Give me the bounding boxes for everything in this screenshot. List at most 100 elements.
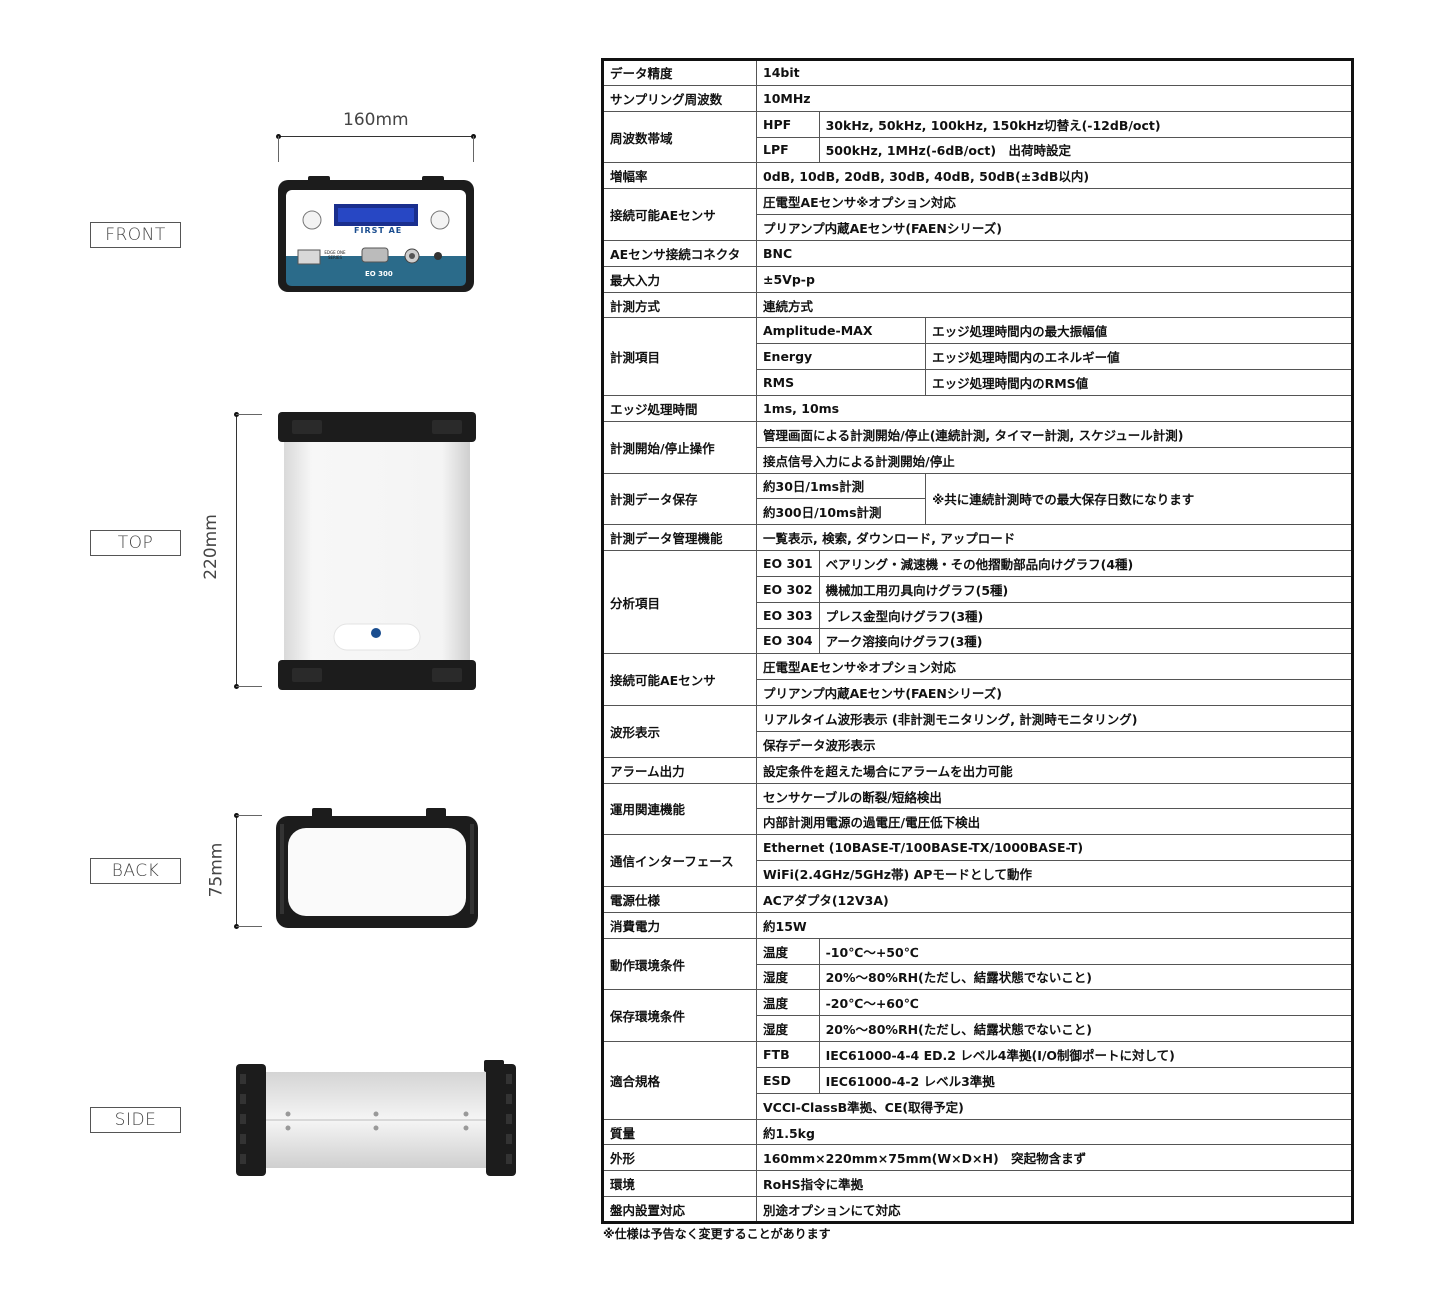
spec-value: 約15W bbox=[756, 911, 1353, 939]
table-row: RMS エッジ処理時間内のRMS値 bbox=[603, 369, 1353, 396]
spec-subkey: 湿度 bbox=[756, 1015, 820, 1043]
spec-label: 波形表示 bbox=[602, 705, 757, 758]
table-row: 波形表示 リアルタイム波形表示 (非計測モニタリング, 計測時モニタリング) bbox=[602, 705, 1353, 758]
spec-label: データ精度 bbox=[602, 59, 757, 86]
spec-subkey: LPF bbox=[756, 136, 820, 164]
table-row: AEセンサ接続コネクタ BNC bbox=[602, 239, 1353, 267]
table-row: アラーム出力 設定条件を超えた場合にアラームを出力可能 bbox=[602, 756, 1353, 784]
table-row: 盤内設置対応 別途オプションにて対応 bbox=[602, 1196, 1353, 1223]
table-row: 運用関連機能 センサケーブルの断裂/短絡検出 bbox=[602, 782, 1353, 836]
spec-value: 1ms, 10ms bbox=[756, 394, 1353, 422]
table-row: WiFi(2.4GHz/5GHz帯) APモードとして動作 bbox=[603, 860, 1353, 887]
spec-value: プリアンプ内蔵AEセンサ(FAENシリーズ) bbox=[756, 214, 1353, 241]
table-row: 湿度 20%～80%RH(ただし、結露状態でないこと) bbox=[603, 963, 1354, 991]
spec-subkey: 温度 bbox=[756, 937, 820, 965]
width-dimension-line bbox=[278, 136, 474, 137]
spec-label: 適合規格 bbox=[602, 1041, 757, 1120]
spec-subkey: EO 302 bbox=[756, 575, 820, 603]
spec-label: アラーム出力 bbox=[602, 756, 757, 784]
table-row: 接続可能AEセンサ 圧電型AEセンサ※オプション対応 bbox=[602, 653, 1353, 707]
table-row: 環境 RoHS指令に準拠 bbox=[602, 1170, 1353, 1198]
spec-subkey: ESD bbox=[756, 1066, 820, 1094]
table-row: 約300日/10ms計測 bbox=[603, 498, 1353, 526]
spec-value: ACアダプタ(12V3A) bbox=[756, 886, 1353, 913]
spec-value: 約1.5kg bbox=[756, 1118, 1353, 1146]
table-row: ESD IEC61000-4-2 レベル3準拠 bbox=[603, 1066, 1354, 1094]
table-row: 増幅率 0dB, 10dB, 20dB, 30dB, 40dB, 50dB(±3… bbox=[602, 162, 1353, 190]
table-row: 周波数帯域 HPF 30kHz, 50kHz, 100kHz, 150kHz切替… bbox=[602, 110, 1354, 164]
spec-label: 最大入力 bbox=[602, 265, 757, 293]
spec-subkey: EO 301 bbox=[756, 550, 820, 577]
spec-value: 10MHz bbox=[756, 84, 1353, 112]
spec-value: エッジ処理時間内の最大振幅値 bbox=[925, 317, 1353, 345]
table-row: 保存データ波形表示 bbox=[603, 730, 1353, 758]
spec-value: 設定条件を超えた場合にアラームを出力可能 bbox=[756, 756, 1353, 784]
spec-subkey: 温度 bbox=[756, 989, 820, 1017]
spec-label: サンプリング周波数 bbox=[602, 84, 757, 112]
spec-label: 動作環境条件 bbox=[602, 937, 757, 991]
spec-label: AEセンサ接続コネクタ bbox=[602, 239, 757, 267]
spec-label: 接続可能AEセンサ bbox=[602, 653, 757, 707]
height-dimension-tick-bottom bbox=[236, 926, 262, 927]
spec-value: センサケーブルの断裂/短絡検出 bbox=[756, 782, 1353, 810]
depth-dimension-line bbox=[236, 414, 237, 687]
spec-label: 質量 bbox=[602, 1118, 757, 1146]
spec-value: 機械加工用刃具向けグラフ(5種) bbox=[818, 575, 1354, 603]
spec-label: 保存環境条件 bbox=[602, 989, 757, 1043]
spec-label: エッジ処理時間 bbox=[602, 394, 757, 422]
spec-subkey: 湿度 bbox=[756, 963, 820, 991]
spec-label: 計測方式 bbox=[602, 291, 757, 319]
spec-label: 計測データ保存 bbox=[602, 472, 757, 526]
table-row: EO 304 アーク溶接向けグラフ(3種) bbox=[603, 627, 1354, 655]
spec-label: 接続可能AEセンサ bbox=[602, 188, 757, 241]
table-row: 動作環境条件 温度 -10℃～+50℃ bbox=[602, 937, 1354, 991]
spec-value: RoHS指令に準拠 bbox=[756, 1170, 1353, 1198]
width-dimension-tick-left bbox=[278, 136, 279, 162]
side-view-label: SIDE bbox=[90, 1107, 181, 1133]
width-dimension-tick-right bbox=[473, 136, 474, 162]
top-view-label: TOP bbox=[90, 530, 181, 556]
table-row: 電源仕様 ACアダプタ(12V3A) bbox=[602, 886, 1353, 913]
table-row: 消費電力 約15W bbox=[602, 911, 1353, 939]
spec-value: 一覧表示, 検索, ダウンロード, アップロード bbox=[756, 524, 1353, 552]
spec-subkey: Amplitude-MAX bbox=[755, 317, 927, 345]
spec-value: リアルタイム波形表示 (非計測モニタリング, 計測時モニタリング) bbox=[756, 705, 1353, 732]
spec-label: 電源仕様 bbox=[602, 886, 757, 913]
spec-value: 約300日/10ms計測 bbox=[755, 498, 927, 526]
spec-value: 20%～80%RH(ただし、結露状態でないこと) bbox=[818, 963, 1354, 991]
table-row: 計測データ管理機能 一覧表示, 検索, ダウンロード, アップロード bbox=[602, 524, 1353, 552]
table-row: サンプリング周波数 10MHz bbox=[602, 84, 1353, 112]
spec-value: 14bit bbox=[756, 59, 1353, 86]
spec-value: WiFi(2.4GHz/5GHz帯) APモードとして動作 bbox=[756, 860, 1353, 887]
depth-dimension-tick-top bbox=[236, 414, 262, 415]
table-row: 計測開始/停止操作 管理画面による計測開始/停止(連続計測, タイマー計測, ス… bbox=[602, 420, 1353, 474]
table-row: 湿度 20%～80%RH(ただし、結露状態でないこと) bbox=[603, 1015, 1354, 1043]
spec-value: 30kHz, 50kHz, 100kHz, 150kHz切替え(-12dB/oc… bbox=[818, 110, 1354, 138]
spec-value: BNC bbox=[756, 239, 1353, 267]
spec-value: 圧電型AEセンサ※オプション対応 bbox=[756, 188, 1353, 216]
model-label: EO 300 bbox=[365, 270, 393, 278]
table-row: 適合規格 FTB IEC61000-4-4 ED.2 レベル4準拠(I/O制御ポ… bbox=[602, 1041, 1354, 1120]
spec-value: 20%～80%RH(ただし、結露状態でないこと) bbox=[818, 1015, 1354, 1043]
table-row: 分析項目 EO 301 ベアリング・減速機・その他摺動部品向けグラフ(4種) bbox=[602, 550, 1354, 655]
table-row: 外形 160mm×220mm×75mm(W×D×H) 突起物含まず bbox=[602, 1144, 1353, 1172]
table-row: 通信インターフェース Ethernet (10BASE-T/100BASE-TX… bbox=[602, 834, 1353, 887]
spec-label: 環境 bbox=[602, 1170, 757, 1198]
spec-subkey: EO 303 bbox=[756, 601, 820, 629]
spec-label: 計測データ管理機能 bbox=[602, 524, 757, 552]
spec-value: 別途オプションにて対応 bbox=[756, 1196, 1353, 1223]
brand-logo-text: FIRST AE bbox=[354, 226, 403, 235]
table-row: 計測方式 連続方式 bbox=[602, 291, 1353, 319]
spec-label: 外形 bbox=[602, 1144, 757, 1172]
spec-value: 圧電型AEセンサ※オプション対応 bbox=[756, 653, 1353, 681]
spec-value: プレス金型向けグラフ(3種) bbox=[818, 601, 1354, 629]
spec-subkey: HPF bbox=[756, 110, 820, 138]
spec-label: 計測項目 bbox=[602, 317, 757, 396]
spec-label: 通信インターフェース bbox=[602, 834, 757, 887]
spec-subkey: Energy bbox=[755, 343, 927, 371]
spec-value: 160mm×220mm×75mm(W×D×H) 突起物含まず bbox=[756, 1144, 1353, 1172]
spec-table: データ精度 14bit サンプリング周波数 10MHz 周波数帯域 HPF 30… bbox=[601, 58, 1354, 1224]
table-row: Energy エッジ処理時間内のエネルギー値 bbox=[603, 343, 1353, 371]
spec-value: 保存データ波形表示 bbox=[756, 730, 1353, 758]
table-row: VCCI-ClassB準拠、CE(取得予定) bbox=[603, 1092, 1353, 1120]
